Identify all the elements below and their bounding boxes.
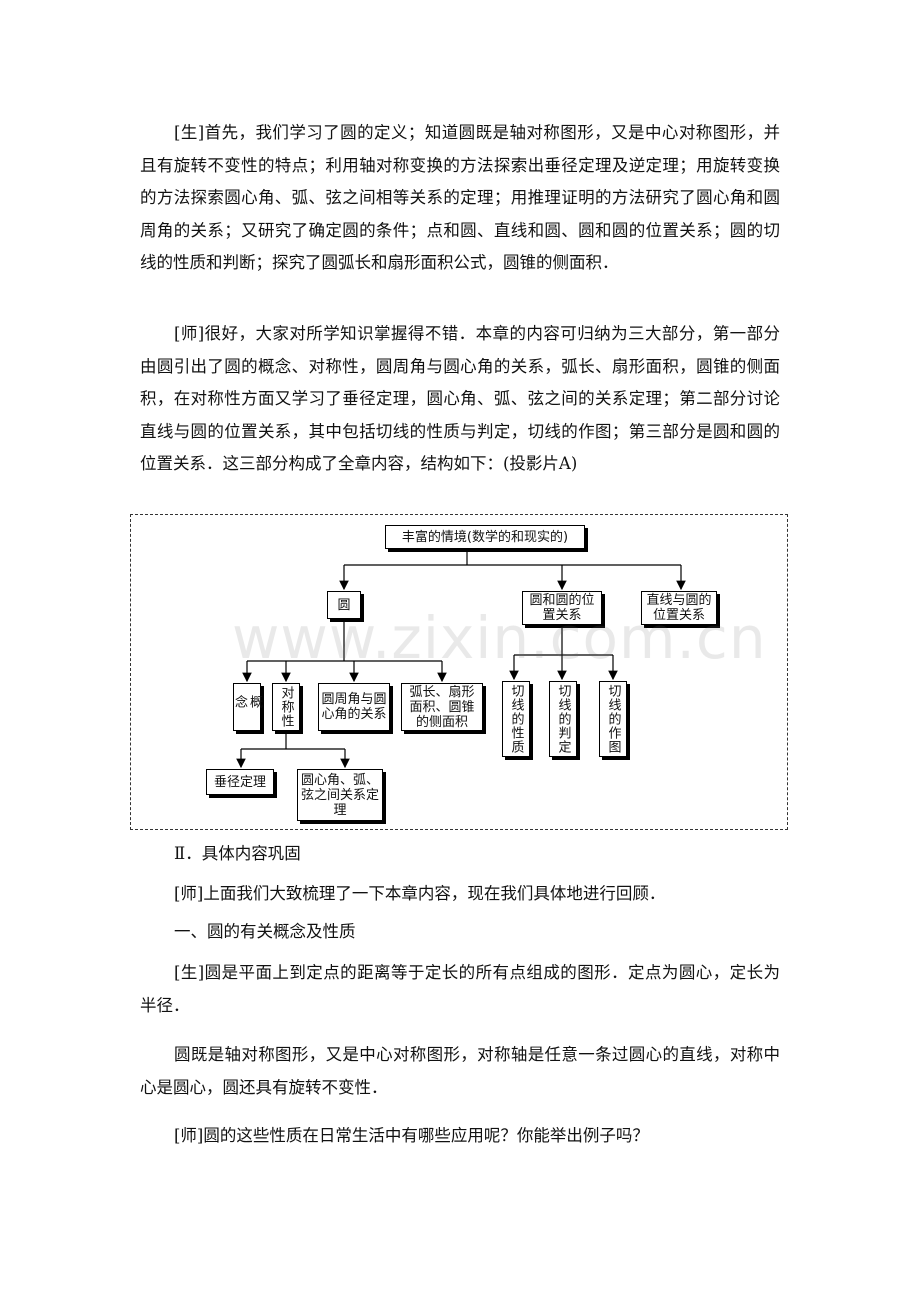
central-arc-chord-box: 圆心角、弧、弦之间关系定理 [297, 769, 383, 821]
inscribed-central-box: 圆周角与圆心角的关系 [318, 683, 390, 731]
circle-circle-box: 圆和圆的位置关系 [522, 591, 602, 625]
paragraph-teacher-question: [师]圆的这些性质在日常生活中有哪些应用呢？你能举出例子吗？ [174, 1126, 649, 1145]
paragraph-circle-definition: [生]圆是平面上到定点的距离等于定长的所有点组成的图形．定点为圆心，定长为半径． [140, 963, 780, 1015]
section-heading-2: Ⅱ．具体内容巩固 [174, 844, 301, 863]
tangent-draw-box: 切线的作图 [599, 681, 627, 757]
chapter-structure-diagram: 丰富的情境(数学的和现实的) 圆 圆和圆的位置关系 直线与圆的位置关系 概念 对… [130, 514, 788, 830]
paragraph-teacher-structure: [师]很好，大家对所学知识掌握得不错．本章的内容可归纳为三大部分，第一部分由圆引… [140, 324, 780, 473]
section-heading-one: 一、圆的有关概念及性质 [174, 922, 356, 941]
circle-box: 圆 [327, 591, 361, 619]
diagram-connectors [236, 549, 686, 769]
perp-diameter-box: 垂径定理 [206, 769, 274, 795]
root-box: 丰富的情境(数学的和现实的) [385, 525, 585, 549]
tangent-judge-box: 切线的判定 [549, 681, 577, 757]
symmetry-box: 对称性 [272, 683, 300, 731]
paragraph-circle-symmetry: 圆既是轴对称图形，又是中心对称图形，对称轴是任意一条过圆心的直线，对称中心是圆心… [140, 1045, 780, 1097]
concept-box: 概念 [232, 683, 262, 731]
arc-sector-box: 弧长、扇形面积、圆锥的侧面积 [401, 683, 483, 731]
paragraph-teacher-review: [师]上面我们大致梳理了一下本章内容，现在我们具体地进行回顾． [174, 884, 666, 903]
paragraph-student-summary: [生]首先，我们学习了圆的定义；知道圆既是轴对称图形，又是中心对称图形，并且有旋… [140, 123, 780, 272]
line-circle-box: 直线与圆的位置关系 [641, 591, 717, 625]
tangent-property-box: 切线的性质 [502, 681, 530, 757]
